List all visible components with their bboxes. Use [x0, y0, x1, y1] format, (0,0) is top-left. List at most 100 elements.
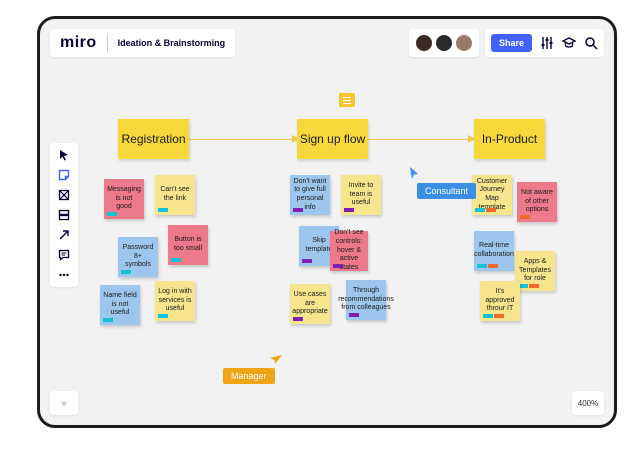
- tag: [529, 284, 539, 288]
- tag: [103, 318, 113, 322]
- search-icon[interactable]: [584, 36, 598, 50]
- expand-icon: »: [61, 398, 67, 408]
- collaborator-badge-consultant: Consultant: [417, 183, 477, 199]
- tag: [121, 270, 131, 274]
- tag: [333, 264, 343, 268]
- settings-sliders-icon[interactable]: [540, 36, 554, 50]
- tag: [475, 208, 485, 212]
- sticky-note-icon[interactable]: [56, 167, 72, 183]
- note-text: Button is too small: [173, 236, 202, 252]
- comment-icon[interactable]: [56, 247, 72, 263]
- education-cap-icon[interactable]: [562, 36, 576, 50]
- note-tags: [333, 264, 343, 268]
- tag: [486, 208, 496, 212]
- note-text: Don't see controls: hover & active state…: [334, 229, 364, 272]
- arrow-icon[interactable]: [56, 227, 72, 243]
- note-tags: [171, 258, 181, 262]
- tag: [344, 208, 354, 212]
- note-tags: [344, 208, 354, 212]
- miro-logo[interactable]: miro: [60, 34, 97, 51]
- note-tags: [158, 208, 168, 212]
- note-text: Name field is not useful: [103, 291, 137, 317]
- sticky-note[interactable]: Log in with services is useful: [155, 281, 195, 321]
- connector-line: [189, 139, 298, 140]
- board-title[interactable]: Ideation & Brainstorming: [117, 38, 226, 48]
- note-tags: [121, 270, 131, 274]
- header-divider: [106, 34, 108, 52]
- tag: [158, 208, 168, 212]
- note-tags: [518, 284, 539, 288]
- sticky-note[interactable]: Use cases are appropriate: [290, 284, 330, 324]
- sticky-note[interactable]: Don't see controls: hover & active state…: [330, 229, 368, 272]
- cursor-icon[interactable]: [56, 147, 72, 163]
- tag: [293, 208, 303, 212]
- manager-cursor-icon: [270, 355, 282, 364]
- zoom-level[interactable]: 400%: [572, 391, 604, 415]
- note-text: Customer Journey Map template: [476, 177, 508, 211]
- stage-label: Registration: [121, 132, 186, 146]
- note-text: Password 8+ symbols: [122, 243, 154, 269]
- sticky-note[interactable]: Password 8+ symbols: [118, 237, 158, 277]
- stage-in-product[interactable]: In-Product: [474, 119, 545, 159]
- note-text: Real-time collaboration: [474, 242, 514, 258]
- note-text: Invite to team is useful: [348, 181, 374, 207]
- sticky-note[interactable]: Customer Journey Map template: [472, 175, 512, 215]
- board-header: miro Ideation & Brainstorming: [50, 29, 236, 57]
- tag: [483, 314, 493, 318]
- tag: [171, 258, 181, 262]
- sticky-note[interactable]: Can't see the link: [155, 175, 195, 215]
- sticky-note[interactable]: Real-time collaboration: [474, 231, 514, 271]
- avatar[interactable]: [434, 34, 453, 52]
- note-text: Don't want to give full personal info: [293, 177, 327, 211]
- consultant-cursor-icon: [410, 167, 418, 179]
- note-text: Use cases are appropriate: [292, 290, 328, 316]
- top-right-controls: Share: [408, 29, 604, 57]
- note-tags: [293, 208, 303, 212]
- comment-marker-icon[interactable]: [339, 93, 355, 107]
- connector-arrowhead-icon: [468, 135, 476, 143]
- sticky-note[interactable]: Through recommendations from colleagues: [338, 280, 394, 320]
- collaborator-avatars[interactable]: [408, 29, 479, 57]
- note-tags: [302, 259, 312, 263]
- template-icon[interactable]: [56, 207, 72, 223]
- tag: [349, 313, 359, 317]
- tag: [293, 317, 303, 321]
- avatar[interactable]: [414, 34, 433, 52]
- sticky-note[interactable]: It's approved throur IT: [480, 281, 520, 321]
- tag: [520, 215, 530, 219]
- tag: [302, 259, 312, 263]
- note-text: Apps & Templates for role: [519, 257, 551, 283]
- stage-registration[interactable]: Registration: [118, 119, 189, 159]
- avatar[interactable]: [454, 34, 473, 52]
- sticky-note[interactable]: Button is too small: [168, 225, 208, 265]
- tag: [107, 212, 117, 216]
- sticky-note[interactable]: Name field is not useful: [100, 285, 140, 325]
- stage-signup-flow[interactable]: Sign up flow: [297, 119, 368, 159]
- expand-panel-button[interactable]: »: [50, 391, 78, 415]
- note-text: Through recommendations from colleagues: [338, 286, 394, 312]
- connector-line: [368, 139, 474, 140]
- sticky-note[interactable]: Apps & Templates for role: [515, 251, 555, 291]
- left-toolbar: [50, 143, 78, 287]
- note-tags: [293, 317, 303, 321]
- zoom-label: 400%: [577, 398, 599, 408]
- note-text: Not aware of other options: [521, 188, 553, 214]
- note-text: Messaging is not good: [107, 185, 141, 211]
- note-tags: [103, 318, 113, 322]
- frame-icon[interactable]: [56, 187, 72, 203]
- note-text: It's approved throur IT: [485, 287, 515, 313]
- sticky-note[interactable]: Invite to team is useful: [341, 175, 381, 215]
- sticky-note[interactable]: Not aware of other options: [517, 182, 557, 222]
- tag: [488, 264, 498, 268]
- sticky-note[interactable]: Messaging is not good: [104, 179, 144, 219]
- note-text: Can't see the link: [160, 186, 190, 202]
- tag: [494, 314, 504, 318]
- share-button[interactable]: Share: [490, 34, 532, 52]
- sticky-note[interactable]: Don't want to give full personal info: [290, 175, 330, 215]
- tag: [518, 284, 528, 288]
- note-tags: [349, 313, 359, 317]
- more-icon[interactable]: [56, 267, 72, 283]
- note-tags: [477, 264, 498, 268]
- tag: [477, 264, 487, 268]
- stage-label: In-Product: [481, 132, 538, 146]
